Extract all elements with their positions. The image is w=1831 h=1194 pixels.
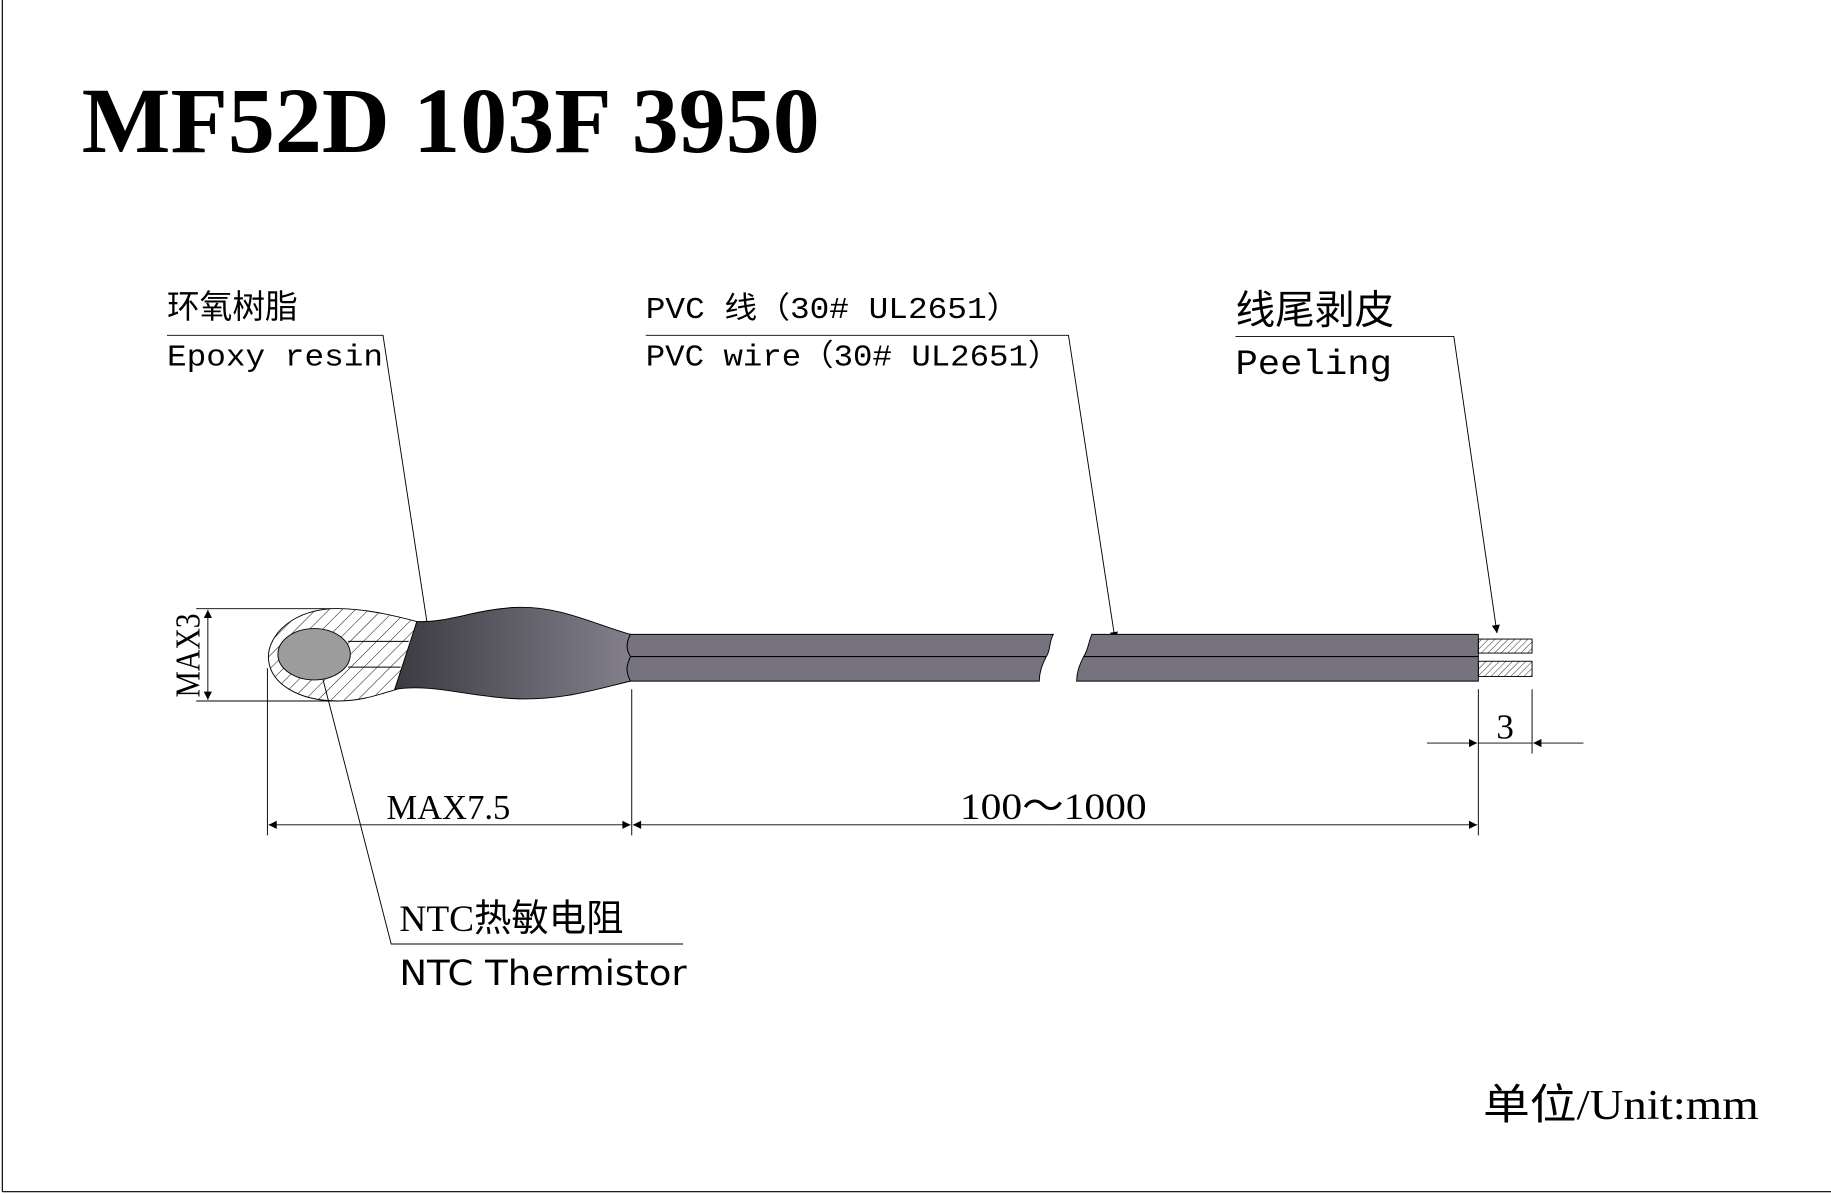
label-ntc-cn: NTC热敏电阻 [399, 899, 623, 940]
dimension-strip-length-label: 3 [1496, 707, 1514, 746]
insulation-body [394, 606, 632, 700]
dimension-head-diameter-label: MAX3 [169, 613, 208, 697]
label-epoxy-cn: 环氧树脂 [167, 289, 298, 326]
label-ntc-en: NTC Thermistor [399, 953, 687, 994]
pvc-wire-segment-2 [1076, 633, 1479, 682]
label-epoxy-en: Epoxy resin [167, 342, 383, 376]
stripped-conductor-top [1477, 638, 1533, 654]
thermistor-chip [277, 628, 351, 681]
label-pvc-cn: PVC 线（30# UL2651） [646, 291, 1020, 328]
label-peeling-en: Peeling [1235, 345, 1391, 385]
label-peeling-cn: 线尾剥皮 [1235, 289, 1394, 333]
dimension-head-length-label: MAX7.5 [387, 788, 511, 827]
extension-lines [266, 668, 1533, 836]
dimension-wire-length-label: 100～1000 [960, 787, 1147, 828]
pvc-wire-segment-1 [626, 633, 1055, 682]
stripped-conductor-bottom [1477, 660, 1533, 677]
leader-epoxy [166, 334, 433, 641]
leader-ntc [313, 649, 684, 945]
leader-peeling [1235, 336, 1500, 634]
drawing-title: MF52D 103F 3950 [82, 70, 820, 173]
label-pvc-en: PVC wire（30# UL2651） [646, 340, 1061, 376]
leader-pvc [645, 334, 1118, 641]
unit-label: 单位/Unit:mm [1483, 1082, 1759, 1129]
